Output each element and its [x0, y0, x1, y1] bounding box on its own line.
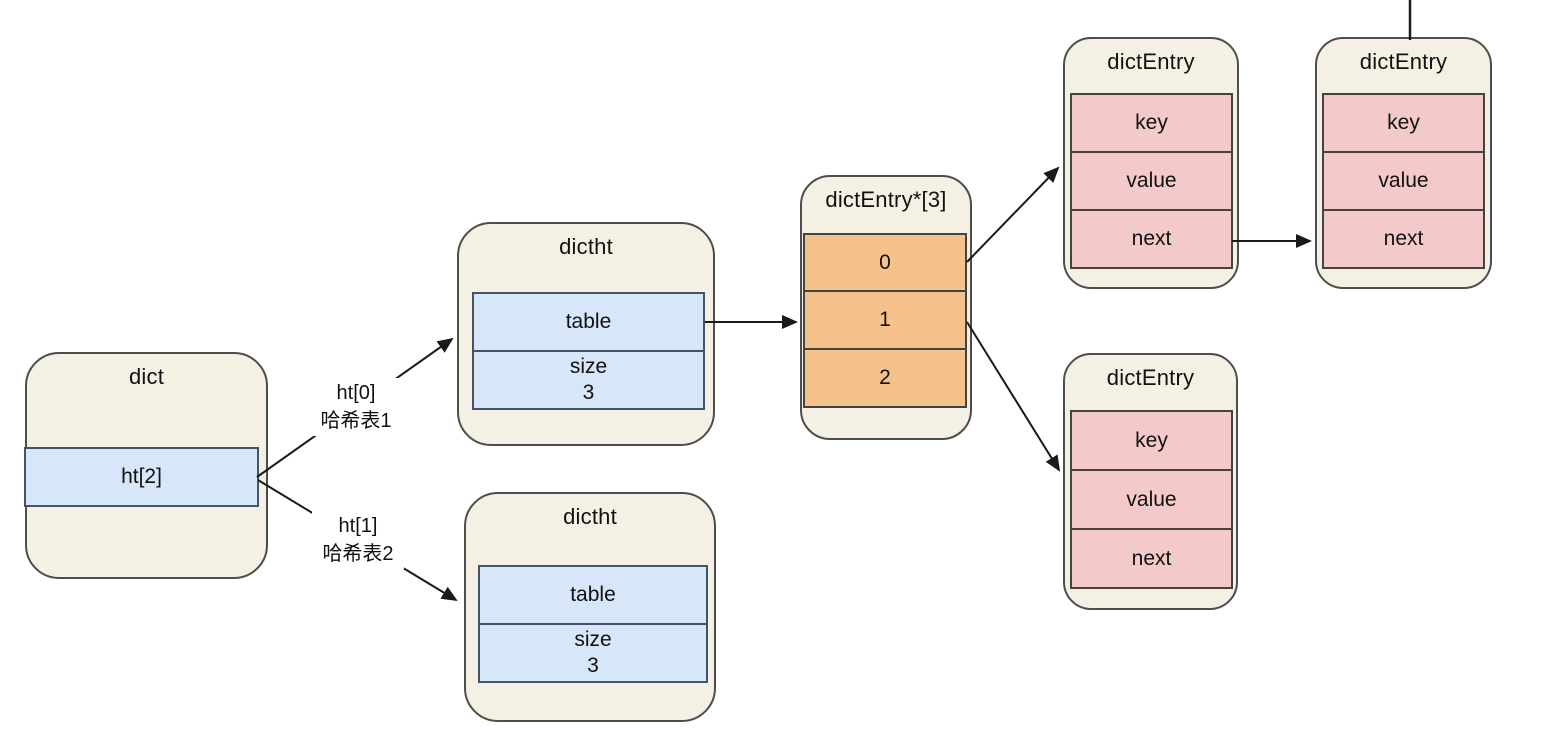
entry-field-next: next: [1070, 528, 1233, 589]
entry-field-value: value: [1322, 151, 1485, 211]
dictentry-top-right-title: dictEntry: [1359, 49, 1448, 74]
entry-field-key: key: [1322, 93, 1485, 153]
dictht-bottom-title: dictht: [563, 504, 617, 529]
entry-field-value: value: [1070, 151, 1233, 211]
dictht-bottom-size-label: size: [574, 628, 612, 651]
dictentry-bottom-title: dictEntry: [1106, 365, 1195, 390]
edge-label-ht1: ht[1] 哈希表2: [312, 511, 404, 569]
dictentry-top-left-fields: key value next: [1070, 93, 1233, 269]
entry-field-value: value: [1070, 469, 1233, 530]
dictht-top-title: dictht: [559, 234, 613, 259]
dict-node: dict ht[2]: [24, 352, 268, 579]
dictht-top-size-cell: size 3: [472, 350, 705, 410]
bucket-array-node: dictEntry*[3] 0 1 2: [800, 175, 972, 440]
dictht-bottom-table-cell: table: [478, 565, 708, 625]
bucket-slot-0: 0: [803, 233, 967, 292]
dict-ht2-cell-label: ht[2]: [121, 465, 162, 488]
dictht-bottom-table-label: table: [570, 583, 616, 606]
dictht-top-table-label: table: [565, 310, 612, 333]
entry-field-key: key: [1070, 93, 1233, 153]
bucket-array-slots: 0 1 2: [803, 233, 967, 408]
arrow-slot1-to-dictentry-bottom: [966, 321, 1061, 472]
dictht-top-size-value: 3: [582, 381, 595, 404]
dictht-top-node: dictht table size 3: [457, 222, 715, 446]
dictht-bottom-node: dictht table size 3: [464, 492, 716, 722]
entry-field-key: key: [1070, 410, 1233, 471]
dictentry-top-right-node: dictEntry key value next: [1315, 37, 1492, 289]
edge-label-ht0-name: ht[0]: [336, 382, 376, 404]
dict-ht2-cell: ht[2]: [24, 447, 259, 507]
dictentry-top-left-title: dictEntry: [1107, 49, 1195, 74]
dictht-bottom-size-value: 3: [587, 654, 599, 677]
dictht-top-table-cell: table: [472, 292, 705, 352]
dictht-top-size-label: size: [569, 355, 608, 378]
arrow-slot0-to-dictentry-top-left: [966, 166, 1060, 263]
dictentry-bottom-node: dictEntry key value next: [1063, 353, 1238, 610]
dictentry-bottom-fields: key value next: [1070, 410, 1233, 589]
edge-label-ht0: ht[0] 哈希表1: [310, 378, 402, 436]
bucket-slot-1: 1: [803, 290, 967, 350]
dictentry-top-left-node: dictEntry key value next: [1063, 37, 1239, 289]
dict-node-title: dict: [128, 364, 165, 389]
bucket-array-title: dictEntry*[3]: [825, 187, 947, 212]
bucket-slot-2: 2: [803, 348, 967, 408]
edge-label-ht1-desc: 哈希表2: [322, 543, 394, 565]
edge-label-ht0-desc: 哈希表1: [320, 410, 392, 432]
edge-label-ht1-name: ht[1]: [338, 515, 378, 537]
entry-field-next: next: [1322, 209, 1485, 269]
dictht-bottom-size-cell: size 3: [478, 623, 708, 683]
dictentry-top-right-fields: key value next: [1322, 93, 1485, 269]
entry-field-next: next: [1070, 209, 1233, 269]
